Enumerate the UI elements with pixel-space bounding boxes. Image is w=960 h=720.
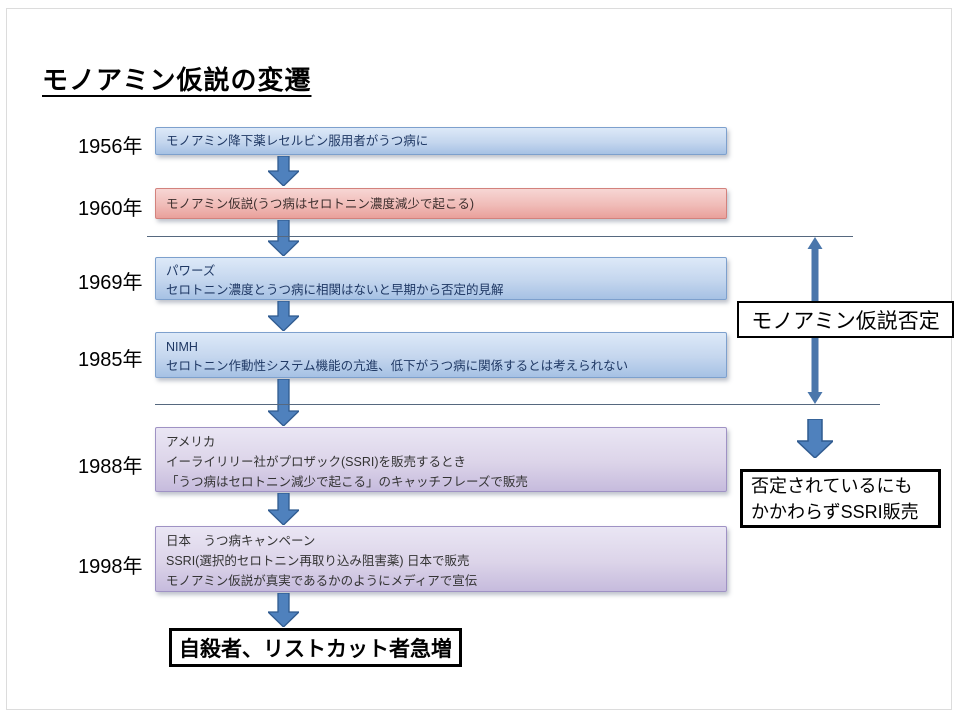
event-text: モノアミン仮説が真実であるかのようにメディアで宣伝	[166, 574, 478, 588]
down-arrow-icon	[268, 156, 299, 186]
event-box-1956: モノアミン降下薬レセルビン服用者がうつ病に	[155, 127, 727, 155]
year-label-1956: 1956年	[78, 136, 143, 158]
event-text: セロトニン濃度とうつ病に相関はないと早期から否定的見解	[166, 283, 504, 297]
event-box-1960: モノアミン仮説(うつ病はセロトニン濃度減少で起こる)	[155, 188, 727, 219]
year-label-1988: 1988年	[78, 456, 143, 478]
event-text: イーライリリー社がプロザック(SSRI)を販売するとき	[166, 455, 467, 469]
down-arrow-icon	[268, 379, 299, 426]
event-text: アメリカ	[166, 435, 216, 449]
denial-label: モノアミン仮説否定	[751, 309, 940, 333]
event-box-1985: NIMH セロトニン作動性システム機能の亢進、低下がうつ病に関係するとは考えられ…	[155, 332, 727, 378]
event-text: パワーズ	[166, 264, 216, 278]
down-arrow-icon	[268, 593, 299, 627]
slide-border	[6, 8, 952, 710]
year-label-1969: 1969年	[78, 272, 143, 294]
ssri-note-text: かかわらずSSRI販売	[751, 501, 919, 522]
down-arrow-icon	[268, 220, 299, 256]
event-text: セロトニン作動性システム機能の亢進、低下がうつ病に関係するとは考えられない	[166, 359, 629, 373]
event-text: SSRI(選択的セロトニン再取り込み阻害薬) 日本で販売	[166, 554, 470, 568]
event-box-1998: 日本 うつ病キャンペーン SSRI(選択的セロトニン再取り込み阻害薬) 日本で販…	[155, 526, 727, 592]
event-box-1988: アメリカ イーライリリー社がプロザック(SSRI)を販売するとき 「うつ病はセロ…	[155, 427, 727, 492]
separator-line-top	[147, 236, 853, 237]
year-label-1985: 1985年	[78, 349, 143, 371]
outcome-text: 自殺者、リストカット者急増	[179, 637, 452, 661]
outcome-box: 自殺者、リストカット者急増	[169, 628, 462, 667]
separator-line-bottom	[155, 404, 880, 405]
big-down-arrow-icon	[797, 419, 833, 458]
page-title: モノアミン仮説の変遷	[42, 65, 312, 95]
down-arrow-icon	[268, 493, 299, 525]
ssri-note-text: 否定されているにも	[751, 475, 913, 496]
event-text: 「うつ病はセロトニン減少で起こる」のキャッチフレーズで販売	[166, 475, 528, 489]
year-label-1998: 1998年	[78, 556, 143, 578]
ssri-note-box: 否定されているにも かかわらずSSRI販売	[740, 469, 941, 528]
event-text: モノアミン降下薬レセルビン服用者がうつ病に	[166, 134, 429, 148]
down-arrow-icon	[268, 301, 299, 331]
event-text: 日本 うつ病キャンペーン	[166, 534, 316, 548]
event-box-1969: パワーズ セロトニン濃度とうつ病に相関はないと早期から否定的見解	[155, 257, 727, 300]
event-text: NIMH	[166, 340, 198, 354]
denial-label-box: モノアミン仮説否定	[737, 301, 954, 338]
event-text: モノアミン仮説(うつ病はセロトニン濃度減少で起こる)	[166, 197, 475, 211]
year-label-1960: 1960年	[78, 198, 143, 220]
